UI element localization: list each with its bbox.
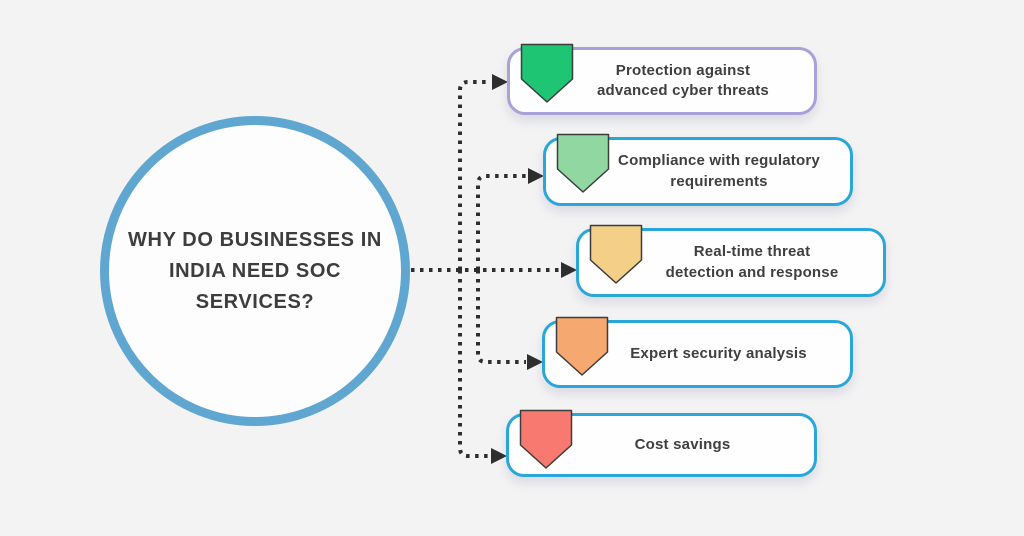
arrowhead-icon-4: [527, 354, 543, 370]
arrowhead-icon-3: [561, 262, 577, 278]
shield-ribbon-icon: [589, 224, 643, 284]
arrowhead-icon-5: [491, 448, 507, 464]
page-title: WHY DO BUSINESSES IN INDIA NEED SOC SERV…: [128, 225, 382, 318]
shield-ribbon-icon: [555, 316, 609, 376]
title-line: WHY DO BUSINESSES IN: [128, 228, 382, 251]
label-line: Compliance with regulatory: [618, 152, 820, 170]
item-box-realtime: Real-time threat detection and response: [576, 224, 886, 297]
item-label: Real-time threat detection and response: [606, 238, 857, 287]
arrowhead-icon-1: [492, 74, 508, 90]
label-line: Real-time threat: [693, 243, 811, 261]
arrowhead-icon-2: [528, 168, 544, 184]
connector-path-4: [476, 270, 526, 364]
connector-path-1: [458, 80, 491, 270]
item-label: Protection against advanced cyber threat…: [537, 57, 787, 106]
connector-path-5: [458, 270, 490, 458]
title-line: SERVICES?: [195, 290, 315, 313]
shield-ribbon-icon: [556, 133, 610, 193]
item-box-compliance: Compliance with regulatory requirements: [543, 133, 853, 206]
label-line: detection and response: [665, 263, 839, 281]
item-label: Compliance with regulatory requirements: [558, 147, 838, 196]
connector-path-2: [476, 174, 527, 270]
item-label: Cost savings: [575, 431, 749, 459]
label-line: requirements: [670, 172, 768, 190]
item-box-expert: Expert security analysis: [542, 316, 853, 388]
shield-ribbon-icon: [519, 409, 573, 469]
label-line: Protection against: [615, 61, 751, 79]
item-label: Expert security analysis: [570, 340, 825, 368]
item-box-cost: Cost savings: [506, 409, 817, 477]
label-line: Expert security analysis: [630, 344, 807, 362]
title-line: INDIA NEED SOC: [168, 259, 342, 282]
label-line: Cost savings: [634, 435, 731, 453]
shield-ribbon-icon: [520, 43, 574, 103]
central-question-circle: WHY DO BUSINESSES IN INDIA NEED SOC SERV…: [100, 116, 410, 426]
label-line: advanced cyber threats: [597, 82, 769, 99]
item-box-protection: Protection against advanced cyber threat…: [507, 43, 817, 115]
